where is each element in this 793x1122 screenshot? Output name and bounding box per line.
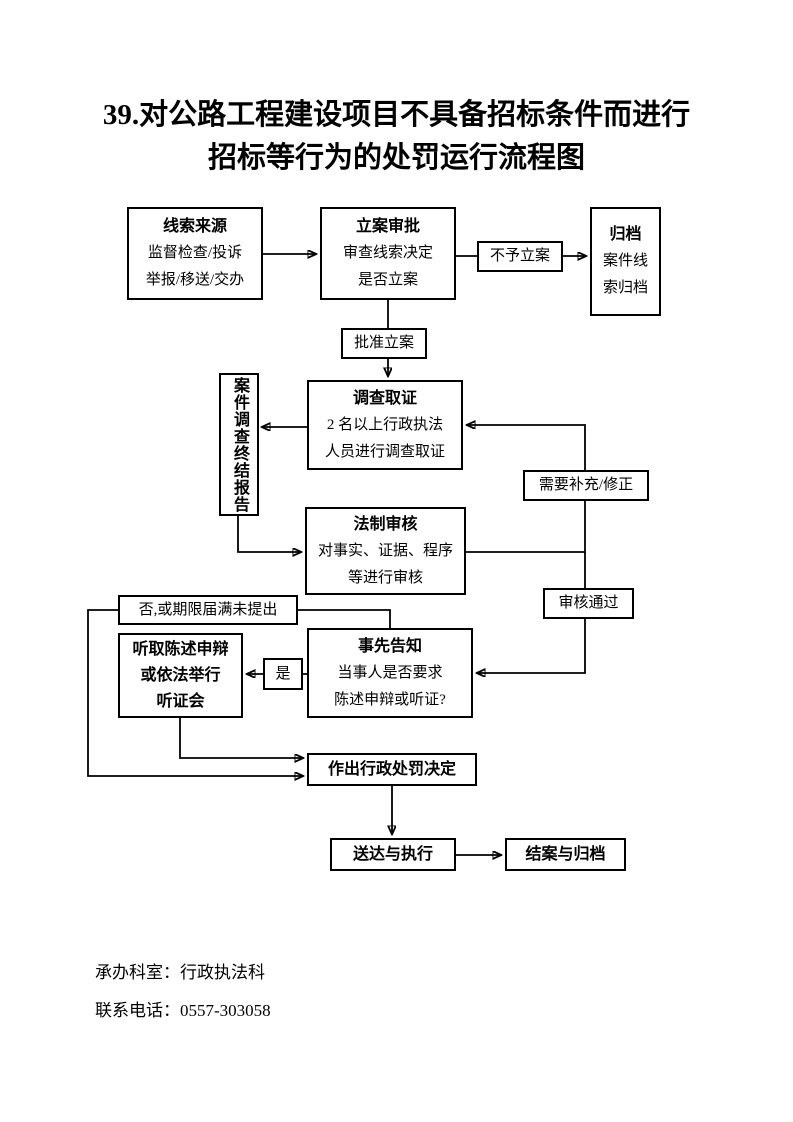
box-delivery: 送达与执行 [330, 838, 456, 871]
box-clue-source-title: 线索来源 [162, 218, 227, 235]
box-archive: 归档 案件线 索归档 [590, 207, 661, 316]
box-approve-case-label: 批准立案 [353, 335, 414, 351]
arrow-hearing-to-decision [179, 718, 303, 758]
box-clue-source: 线索来源 监督检查/投诉 举报/移送/交办 [127, 207, 263, 300]
box-review-passed: 审核通过 [543, 588, 634, 619]
box-closing: 结案与归档 [505, 838, 626, 871]
box-investigation-line1: 2 名以上行政执法 [326, 416, 444, 433]
box-archive-line1: 案件线 [602, 253, 648, 269]
box-investigation-line2: 人员进行调查取证 [324, 443, 445, 460]
box-prior-notice: 事先告知 当事人是否要求 陈述申辩或听证? [307, 628, 473, 718]
box-legal-review-line2: 等进行审核 [347, 569, 423, 586]
box-case-approval: 立案审批 审查线索决定 是否立案 [320, 207, 456, 300]
arrow-nobranch-to-decision [87, 609, 391, 776]
box-review-passed-label: 审核通过 [558, 595, 619, 611]
box-hearing-line1: 听取陈述申辩 [132, 640, 229, 658]
footer-department: 承办科室：行政执法科 [95, 963, 265, 982]
box-case-report-label: 案件调查终结报告 [231, 376, 248, 513]
box-case-report: 案件调查终结报告 [219, 373, 259, 516]
box-case-approval-line1: 审查线索决定 [342, 245, 433, 261]
box-clue-source-line2: 举报/移送/交办 [145, 272, 245, 288]
box-hearing-line2: 或依法举行 [140, 666, 221, 684]
box-no-branch: 否,或期限届满未提出 [118, 595, 298, 625]
box-need-supplement-label: 需要补充/修正 [538, 477, 634, 493]
box-investigation: 调查取证 2 名以上行政执法 人员进行调查取证 [307, 380, 463, 470]
box-need-supplement: 需要补充/修正 [523, 470, 649, 501]
box-no-case: 不予立案 [477, 241, 563, 272]
box-prior-notice-line1: 当事人是否要求 [337, 664, 443, 681]
box-legal-review: 法制审核 对事实、证据、程序 等进行审核 [305, 507, 466, 595]
page-title-line1: 39.对公路工程建设项目不具备招标条件而进行 [102, 99, 691, 131]
box-yes-branch-label: 是 [275, 665, 291, 682]
box-prior-notice-title: 事先告知 [357, 637, 422, 655]
box-clue-source-line1: 监督检查/投诉 [147, 245, 243, 261]
box-decision-label: 作出行政处罚决定 [327, 761, 456, 778]
box-decision: 作出行政处罚决定 [307, 753, 477, 786]
box-yes-branch: 是 [263, 658, 303, 690]
box-hearing: 听取陈述申辩 或依法举行 听证会 [118, 633, 243, 718]
box-hearing-line3: 听证会 [156, 692, 205, 710]
box-prior-notice-line2: 陈述申辩或听证? [334, 691, 446, 708]
box-archive-line2: 索归档 [602, 280, 648, 296]
box-investigation-title: 调查取证 [352, 389, 417, 407]
box-legal-review-title: 法制审核 [353, 515, 418, 533]
box-no-branch-label: 否,或期限届满未提出 [138, 601, 278, 618]
box-closing-label: 结案与归档 [525, 846, 606, 863]
box-no-case-label: 不予立案 [489, 248, 550, 264]
box-approve-case: 批准立案 [341, 328, 427, 359]
box-legal-review-line1: 对事实、证据、程序 [317, 542, 453, 559]
box-delivery-label: 送达与执行 [352, 846, 433, 863]
arrow-report-to-legalreview [237, 516, 301, 552]
footer-phone: 联系电话：0557-303058 [95, 1001, 271, 1020]
box-archive-title: 归档 [609, 226, 642, 243]
box-case-approval-title: 立案审批 [355, 218, 420, 235]
page-title-line2: 招标等行为的处罚运行流程图 [207, 142, 585, 174]
box-case-approval-line2: 是否立案 [357, 272, 418, 288]
page-title: 39.对公路工程建设项目不具备招标条件而进行 招标等行为的处罚运行流程图 [0, 94, 793, 180]
